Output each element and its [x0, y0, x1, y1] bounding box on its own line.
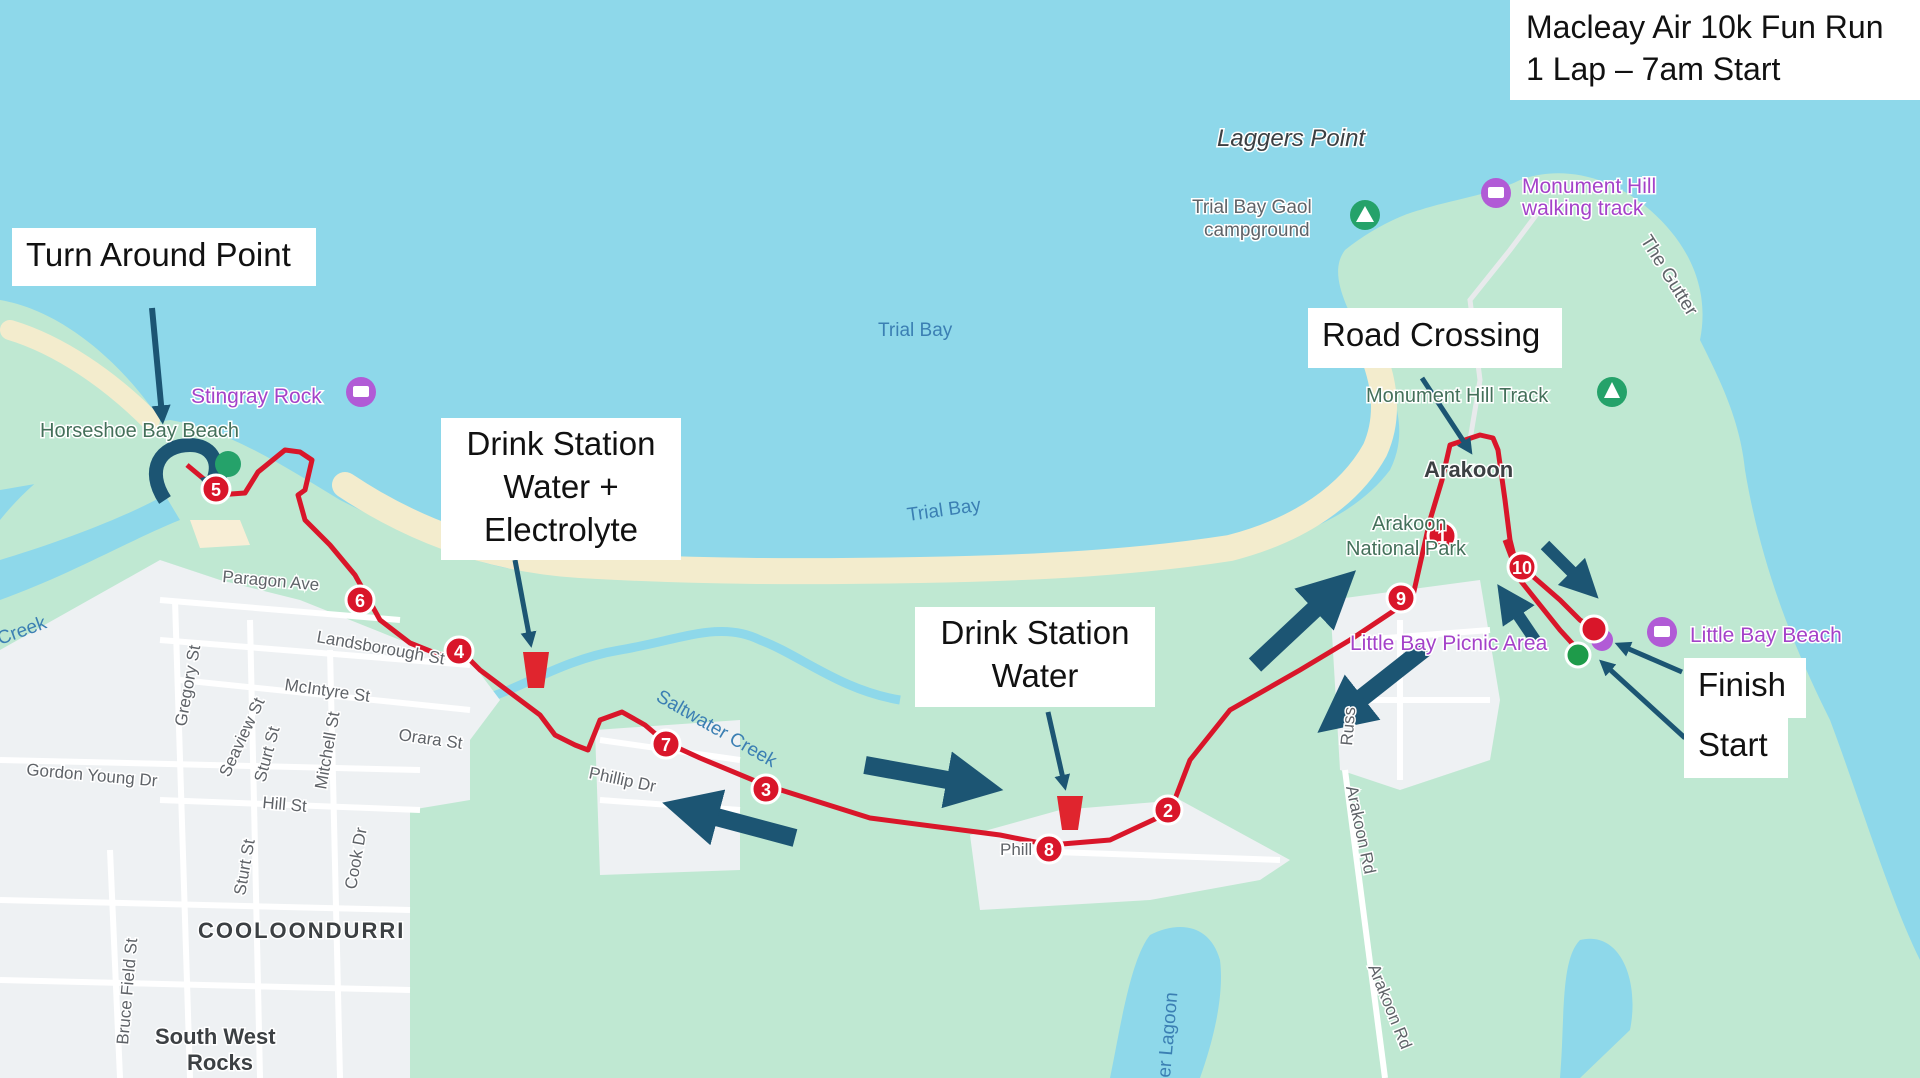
street-phillip-short: Phill [1000, 840, 1032, 859]
km-marker-3: 3 [750, 773, 782, 805]
callout-finish-text: Finish [1698, 666, 1787, 703]
km-marker-label: 5 [211, 480, 221, 500]
km-marker-5: 5 [200, 473, 232, 505]
callout-road-crossing: Road Crossing [1308, 308, 1562, 368]
drink-cup-icon [523, 652, 549, 688]
label-south-west-rocks-1: South West [155, 1024, 276, 1049]
label-monument-hill-1: Monument Hill [1522, 175, 1656, 198]
street-russell: Russ [1337, 706, 1359, 746]
drink-1-line1: Drink Station [466, 425, 656, 462]
label-south-west-rocks-2: Rocks [187, 1050, 253, 1075]
km-marker-label: 8 [1044, 840, 1054, 860]
urban-west-core [190, 520, 250, 548]
label-little-bay-beach: Little Bay Beach [1690, 624, 1842, 647]
camera-icon [346, 377, 376, 407]
callout-turn-around-text: Turn Around Point [26, 236, 291, 273]
arrow-west-1 [662, 789, 798, 847]
km-marker-2: 2 [1152, 794, 1184, 826]
drink-2-line2: Water [991, 657, 1079, 694]
arrow-east-1 [863, 751, 1004, 809]
km-marker-10: 10 [1506, 551, 1538, 583]
label-little-bay-picnic: Little Bay Picnic Area [1350, 632, 1548, 655]
label-arakoon-np-2: National Park [1346, 538, 1467, 560]
turn-around-icon [148, 437, 223, 504]
km-marker-7: 7 [650, 728, 682, 760]
start-marker [1564, 641, 1592, 669]
label-trial-bay-gaol-2: campground [1204, 220, 1310, 241]
pointer-finish [1614, 641, 1683, 675]
km-marker-label: 9 [1396, 589, 1406, 609]
label-arakoon-np-1: Arakoon [1372, 513, 1447, 535]
callout-turn-around: Turn Around Point [12, 228, 316, 286]
pointer-turn-around [149, 307, 171, 425]
event-title: Macleay Air 10k Fun Run 1 Lap – 7am Star… [1510, 0, 1920, 100]
drink-cup-icon-2 [1057, 796, 1083, 830]
callout-start-text: Start [1698, 726, 1768, 763]
arrow-ne-1 [1248, 570, 1357, 672]
km-marker-label: 2 [1163, 801, 1173, 821]
callout-finish: Finish [1684, 658, 1806, 718]
drink-1-line3: Electrolyte [483, 511, 639, 548]
drink-2-line1: Drink Station [940, 614, 1130, 651]
tree-icon [1597, 377, 1627, 407]
pointer-drink-2 [1045, 711, 1071, 791]
label-laggers-point: Laggers Point [1217, 125, 1366, 152]
pointer-start [1599, 659, 1687, 740]
arrow-se-1 [1540, 540, 1599, 599]
km-marker-1: 1 [1426, 520, 1458, 552]
km-marker-6: 6 [344, 584, 376, 616]
finish-marker [1579, 614, 1609, 644]
km-marker-label: 3 [761, 780, 771, 800]
label-cooloondurri: COOLOONDURRI [198, 918, 405, 943]
km-markers: 1 2 3 4 5 6 7 8 9 10 [200, 473, 1538, 865]
street-hill: Hill St [262, 793, 308, 816]
label-monument-hill-track: Monument Hill Track [1366, 385, 1549, 407]
road-north [1467, 208, 1542, 441]
pointer-drink-1 [512, 559, 537, 648]
arrow-nw-1 [1497, 584, 1540, 644]
label-arakoon: Arakoon [1424, 457, 1513, 482]
km-marker-8: 8 [1033, 833, 1065, 865]
river [0, 495, 180, 600]
callout-drink-station-2: Drink Station Water [915, 607, 1155, 707]
callout-start: Start [1684, 718, 1788, 778]
park-pin-icon [215, 451, 241, 477]
pointer-road-crossing [1419, 376, 1473, 455]
callout-drink-station-1: Drink Station Water + Electrolyte [441, 418, 681, 560]
beach-horseshoe [0, 320, 160, 430]
km-marker-9: 9 [1385, 582, 1417, 614]
camera-icon-monument [1481, 178, 1511, 208]
campground-icon [1350, 200, 1380, 230]
urban-arakoon [1330, 580, 1500, 790]
camera-icon-little-bay [1647, 617, 1677, 647]
callout-road-crossing-text: Road Crossing [1322, 316, 1541, 353]
urban-west [0, 560, 500, 1078]
label-horseshoe-bay: Horseshoe Bay Beach [40, 420, 239, 442]
km-marker-label: 7 [661, 735, 671, 755]
label-monument-hill-2: walking track [1521, 197, 1644, 220]
lagoon-east [1560, 938, 1633, 1078]
event-title-line2: 1 Lap – 7am Start [1526, 51, 1781, 87]
event-title-line1: Macleay Air 10k Fun Run [1526, 9, 1884, 45]
lagoon [1110, 927, 1221, 1078]
beach-trial-bay [332, 312, 1397, 585]
drink-1-line2: Water + [503, 468, 619, 505]
km-marker-label: 4 [454, 642, 464, 662]
label-trial-bay-1: Trial Bay [878, 320, 953, 341]
km-marker-label: 1 [1437, 527, 1447, 547]
km-marker-label: 6 [355, 591, 365, 611]
km-marker-4: 4 [443, 635, 475, 667]
direction-arrows [149, 307, 1687, 847]
arrow-sw-1 [1317, 640, 1431, 733]
km-marker-label: 10 [1512, 558, 1532, 578]
label-trial-bay-gaol-1: Trial Bay Gaol [1192, 197, 1312, 218]
label-stingray-rock: Stingray Rock [191, 385, 322, 408]
